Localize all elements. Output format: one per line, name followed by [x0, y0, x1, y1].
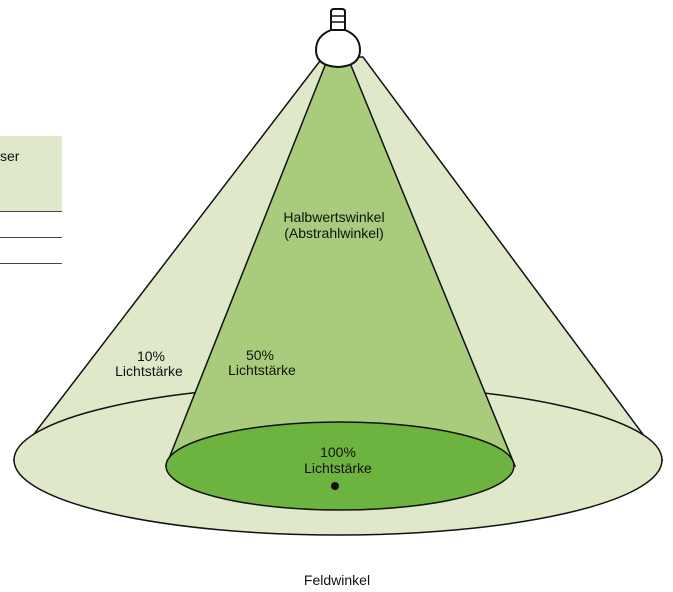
label-100-intensity: Lichtstärke — [304, 460, 372, 476]
label-field-angle: Feldwinkel — [304, 572, 370, 588]
label-half-angle-line2: (Abstrahlwinkel) — [284, 225, 384, 241]
label-10-intensity: Lichtstärke — [115, 363, 183, 379]
table-row-divider — [0, 211, 62, 212]
label-100-percent: 100% — [320, 444, 356, 460]
label-half-angle-line1: Halbwertswinkel — [283, 209, 384, 225]
label-50-percent: 50% — [246, 347, 274, 363]
center-ellipse — [165, 421, 515, 511]
table-header-cell — [0, 136, 62, 212]
center-point — [331, 482, 339, 490]
light-bulb-icon — [314, 8, 362, 69]
table-row-divider — [0, 263, 62, 264]
label-50-intensity: Lichtstärke — [228, 362, 296, 378]
table-row-divider — [0, 237, 62, 238]
label-10-percent: 10% — [137, 348, 165, 364]
table-header-text: ser — [0, 148, 20, 164]
